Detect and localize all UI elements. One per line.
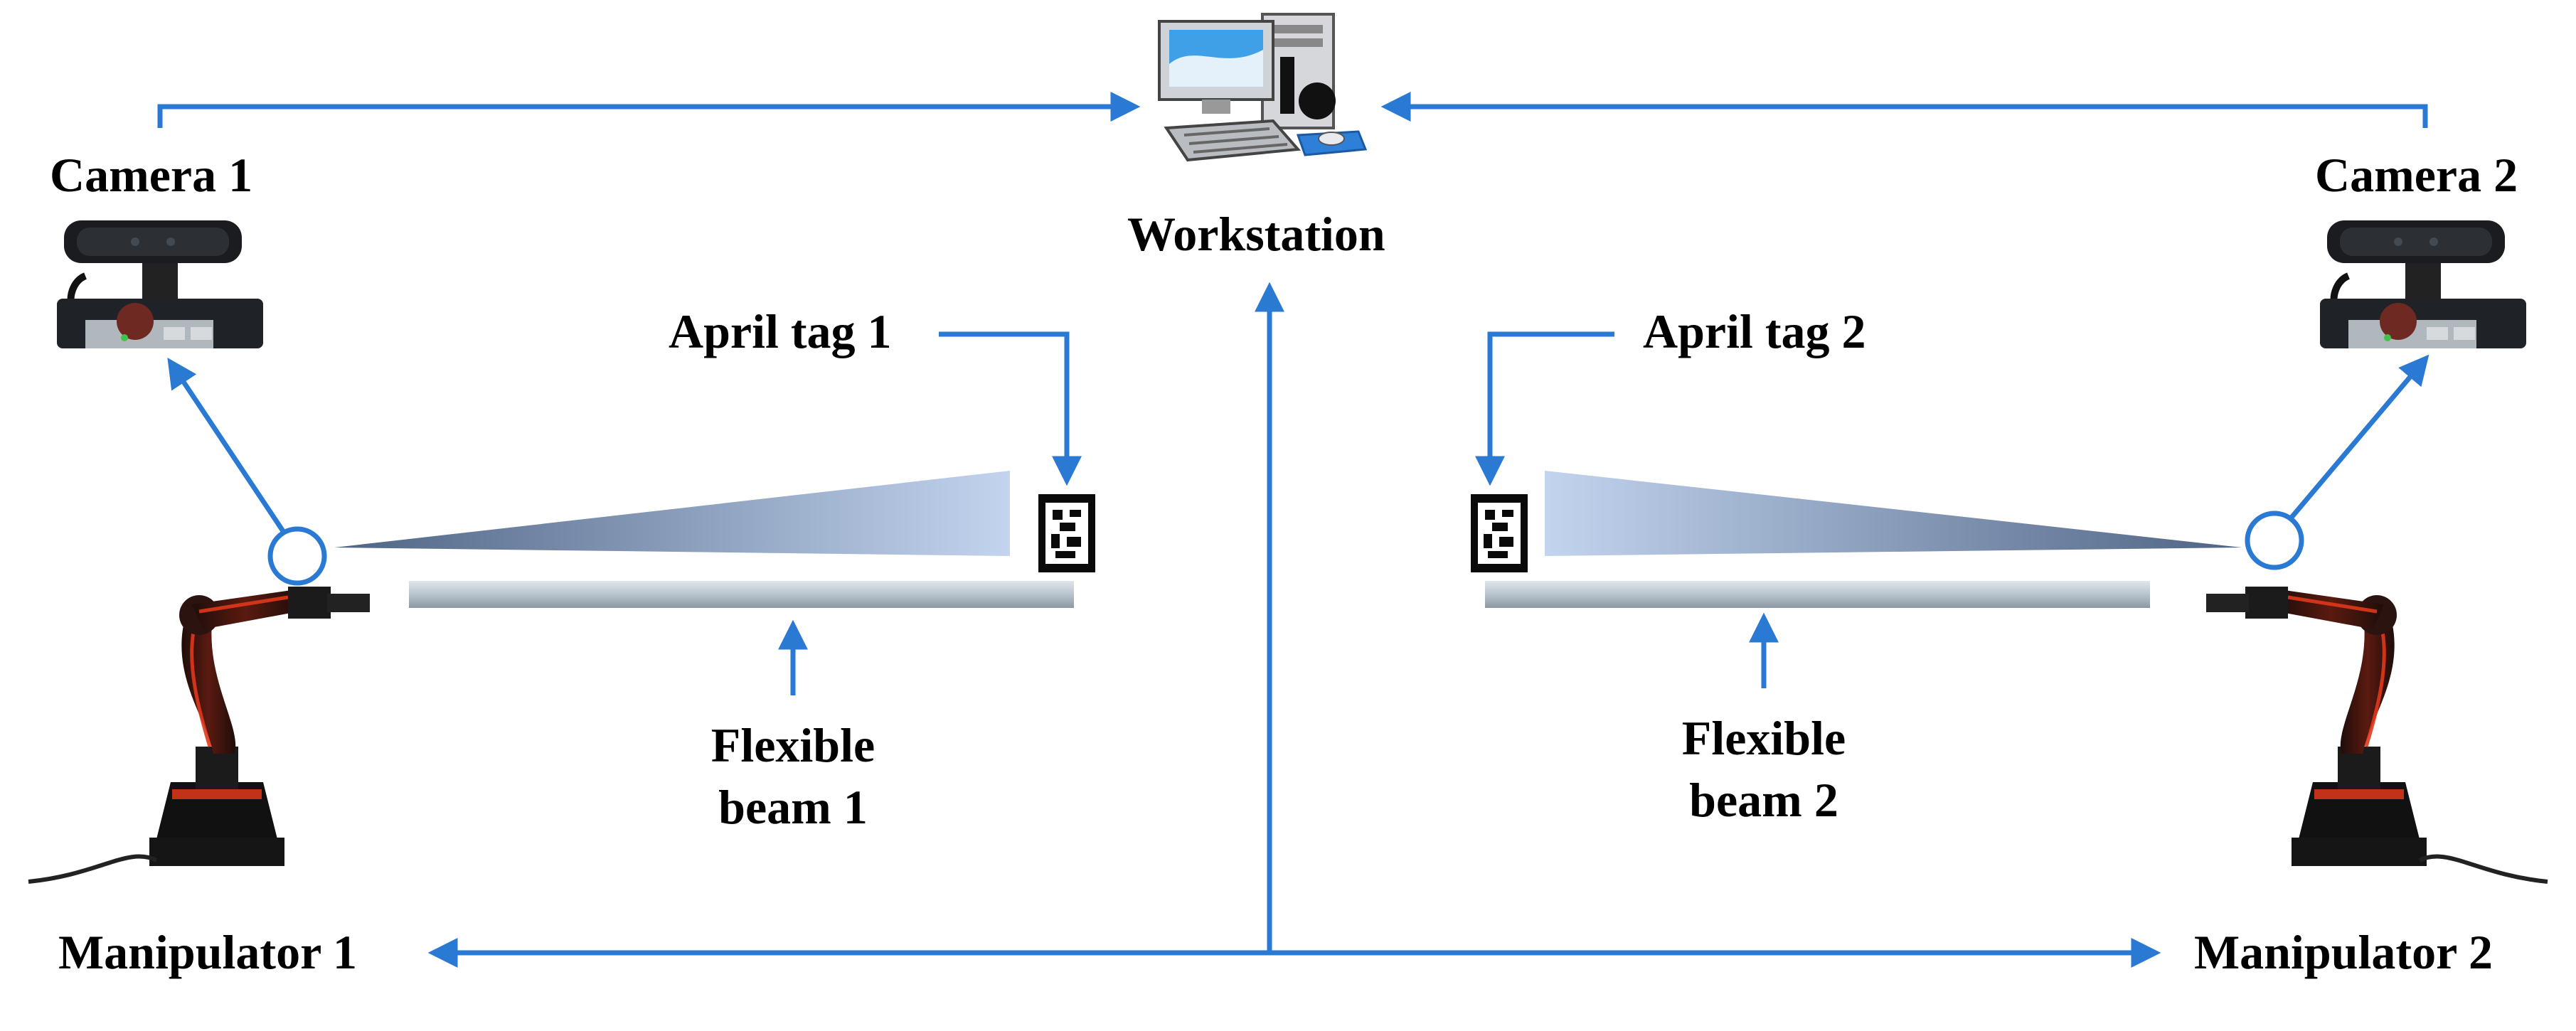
flexible-beam-1-label: Flexible beam 1 — [683, 715, 903, 838]
arrow-april-tag-2 — [1475, 331, 1614, 486]
flexible-beam-2-label: Flexible beam 2 — [1654, 707, 1874, 831]
flexible-beam-1-label-line-1: Flexible — [710, 718, 875, 772]
flexible-beam-1-label-line-2: beam 1 — [718, 780, 868, 835]
flexible-beam-2-label-line-1: Flexible — [1681, 711, 1846, 765]
manipulator-1-icon — [28, 587, 370, 884]
arrow-manipulator2-to-camera2 — [2288, 354, 2429, 521]
workstation-icon — [1158, 13, 1367, 161]
april-tag-1-label: April tag 1 — [669, 304, 892, 358]
camera-2-view-cone — [1545, 471, 2242, 556]
camera-2-label: Camera 2 — [2315, 148, 2518, 202]
april-tag-2-marker — [1471, 494, 1528, 572]
manipulator-1-label: Manipulator 1 — [58, 925, 358, 979]
arrow-april-tag-1 — [939, 331, 1082, 486]
camera-1-label: Camera 1 — [50, 148, 253, 202]
manipulator-2-label: Manipulator 2 — [2194, 925, 2493, 979]
end-effector-2-marker — [2245, 511, 2304, 570]
april-tag-2-label: April tag 2 — [1643, 304, 1866, 358]
arrow-camera1-to-workstation — [157, 92, 1141, 128]
flexible-beam-1 — [409, 581, 1074, 608]
camera-1-icon — [57, 220, 263, 348]
april-tag-1-marker — [1038, 494, 1095, 572]
camera-2-icon — [2320, 220, 2526, 348]
flexible-beam-2-label-line-2: beam 2 — [1689, 773, 1838, 828]
workstation-label: Workstation — [1127, 207, 1385, 261]
camera-1-view-cone — [334, 471, 1010, 556]
arrow-camera2-to-workstation — [1380, 92, 2428, 128]
end-effector-1-marker — [267, 526, 327, 586]
arrow-manipulator1-to-camera1 — [167, 358, 287, 535]
manipulator-2-icon — [2206, 587, 2548, 884]
flexible-beam-2 — [1485, 581, 2150, 608]
